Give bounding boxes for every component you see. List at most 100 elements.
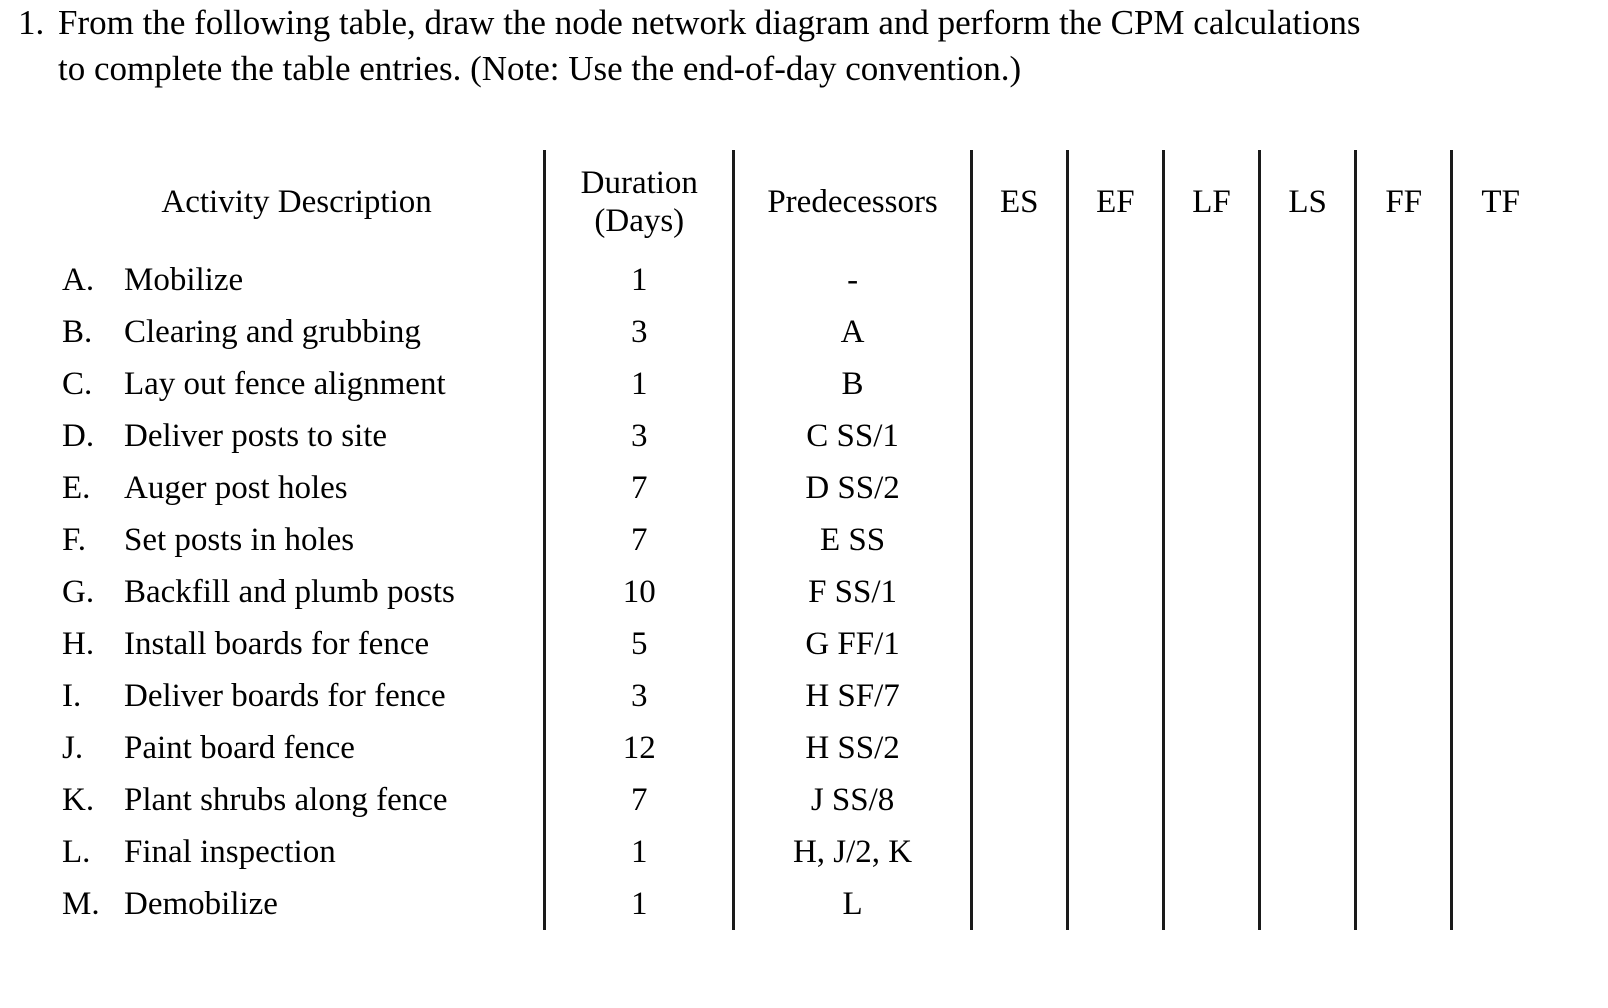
cell-tf[interactable] <box>1450 514 1548 566</box>
cell-es[interactable] <box>969 306 1068 358</box>
cell-predecessors: B <box>732 358 972 410</box>
cell-ls[interactable] <box>1258 358 1356 410</box>
cell-ef[interactable] <box>1065 618 1164 670</box>
cell-tf[interactable] <box>1450 878 1548 930</box>
cell-es[interactable] <box>969 826 1068 878</box>
cell-lf[interactable] <box>1161 618 1260 670</box>
cell-lf[interactable] <box>1161 670 1260 722</box>
cell-ef[interactable] <box>1065 774 1164 826</box>
cell-predecessors: H, J/2, K <box>732 826 972 878</box>
cell-es[interactable] <box>969 878 1068 930</box>
cell-ef[interactable] <box>1065 462 1164 514</box>
cell-es[interactable] <box>969 618 1068 670</box>
cell-ef[interactable] <box>1065 826 1164 878</box>
cell-ls[interactable] <box>1258 462 1356 514</box>
cell-tf[interactable] <box>1450 306 1548 358</box>
cell-tf[interactable] <box>1450 774 1548 826</box>
cell-tf[interactable] <box>1450 410 1548 462</box>
cell-ef[interactable] <box>1065 670 1164 722</box>
cell-ff[interactable] <box>1354 722 1452 774</box>
cell-es[interactable] <box>969 566 1068 618</box>
cell-ef[interactable] <box>1065 254 1164 306</box>
cell-lf[interactable] <box>1161 462 1260 514</box>
header-es: ES <box>969 150 1068 254</box>
cell-activity-description: E.Auger post holes <box>50 462 545 514</box>
cell-ef[interactable] <box>1065 306 1164 358</box>
cell-lf[interactable] <box>1161 566 1260 618</box>
cell-tf[interactable] <box>1450 462 1548 514</box>
cell-ef[interactable] <box>1065 358 1164 410</box>
cell-es[interactable] <box>969 722 1068 774</box>
cell-ls[interactable] <box>1258 722 1356 774</box>
cell-tf[interactable] <box>1450 358 1548 410</box>
cell-ff[interactable] <box>1354 358 1452 410</box>
activity-description-text: Plant shrubs along fence <box>124 782 448 818</box>
cell-ls[interactable] <box>1258 826 1356 878</box>
cell-ef[interactable] <box>1065 410 1164 462</box>
cell-lf[interactable] <box>1161 254 1260 306</box>
cell-activity-description: I.Deliver boards for fence <box>50 670 545 722</box>
cell-ls[interactable] <box>1258 670 1356 722</box>
cell-tf[interactable] <box>1450 254 1548 306</box>
cell-tf[interactable] <box>1450 566 1548 618</box>
cell-ef[interactable] <box>1065 514 1164 566</box>
cell-ff[interactable] <box>1354 566 1452 618</box>
activity-letter: A. <box>62 262 95 298</box>
cell-ls[interactable] <box>1258 254 1356 306</box>
cell-lf[interactable] <box>1161 878 1260 930</box>
cell-ff[interactable] <box>1354 618 1452 670</box>
cell-tf[interactable] <box>1450 618 1548 670</box>
cell-lf[interactable] <box>1161 514 1260 566</box>
cell-tf[interactable] <box>1450 722 1548 774</box>
cell-lf[interactable] <box>1161 826 1260 878</box>
activity-letter: K. <box>62 782 95 818</box>
cell-ls[interactable] <box>1258 566 1356 618</box>
activity-letter: H. <box>62 626 95 662</box>
cell-tf[interactable] <box>1450 670 1548 722</box>
activity-letter: M. <box>62 886 100 922</box>
cell-ff[interactable] <box>1354 306 1452 358</box>
cell-tf[interactable] <box>1450 826 1548 878</box>
activity-description-text: Install boards for fence <box>124 626 430 662</box>
cell-es[interactable] <box>969 254 1068 306</box>
header-ff: FF <box>1354 150 1452 254</box>
cell-ef[interactable] <box>1065 566 1164 618</box>
cell-ff[interactable] <box>1354 878 1452 930</box>
cell-ls[interactable] <box>1258 514 1356 566</box>
cell-ff[interactable] <box>1354 254 1452 306</box>
cell-ff[interactable] <box>1354 462 1452 514</box>
cell-es[interactable] <box>969 774 1068 826</box>
cell-es[interactable] <box>969 410 1068 462</box>
cell-ff[interactable] <box>1354 410 1452 462</box>
cell-ff[interactable] <box>1354 826 1452 878</box>
cell-ls[interactable] <box>1258 774 1356 826</box>
cell-lf[interactable] <box>1161 358 1260 410</box>
header-duration-line-1: Duration <box>580 165 698 201</box>
cell-ls[interactable] <box>1258 410 1356 462</box>
cell-ff[interactable] <box>1354 774 1452 826</box>
cell-activity-description: G.Backfill and plumb posts <box>50 566 545 618</box>
cell-lf[interactable] <box>1161 722 1260 774</box>
cell-ls[interactable] <box>1258 878 1356 930</box>
cell-es[interactable] <box>969 462 1068 514</box>
cell-predecessors: C SS/1 <box>732 410 972 462</box>
cell-ls[interactable] <box>1258 618 1356 670</box>
cell-ff[interactable] <box>1354 514 1452 566</box>
cell-lf[interactable] <box>1161 774 1260 826</box>
table-head: Activity Description Duration (Days) Pre… <box>50 150 1548 254</box>
cell-lf[interactable] <box>1161 410 1260 462</box>
cell-activity-description: J.Paint board fence <box>50 722 545 774</box>
cell-duration: 7 <box>543 514 734 566</box>
cell-es[interactable] <box>969 514 1068 566</box>
cell-es[interactable] <box>969 358 1068 410</box>
cell-ff[interactable] <box>1354 670 1452 722</box>
cell-lf[interactable] <box>1161 306 1260 358</box>
cell-ef[interactable] <box>1065 722 1164 774</box>
cell-es[interactable] <box>969 670 1068 722</box>
cell-ef[interactable] <box>1065 878 1164 930</box>
cell-ls[interactable] <box>1258 306 1356 358</box>
